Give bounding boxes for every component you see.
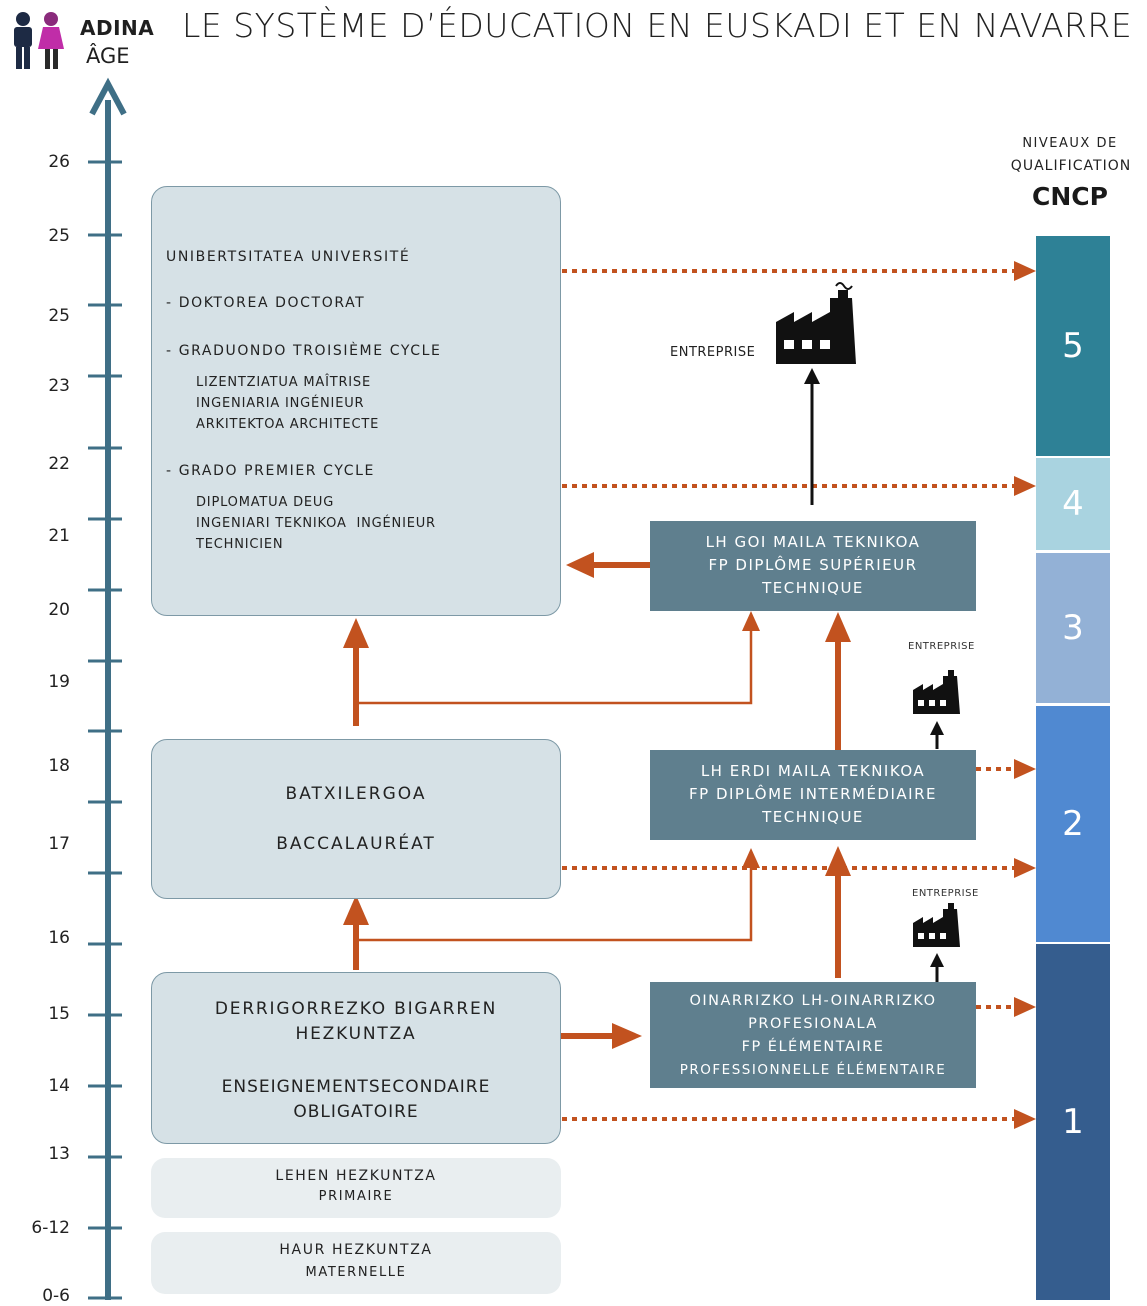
fp-superior-french-2: TECHNIQUE — [762, 579, 864, 597]
age-label: 25 — [48, 226, 70, 246]
qualification-arrows — [562, 269, 1016, 1121]
age-label: 17 — [48, 834, 70, 854]
age-label: 23 — [48, 376, 70, 396]
university-box: UNIBERTSITATEA UNIVERSITÉ - DOKTOREA DOC… — [151, 186, 561, 616]
primary-basque: LEHEN HEZKUNTZA — [275, 1168, 437, 1184]
secondary-french-line: OBLIGATOIRE — [293, 1102, 419, 1122]
cncp-level-label: 2 — [1062, 804, 1084, 844]
age-label: 14 — [48, 1076, 70, 1096]
age-label: 20 — [48, 600, 70, 620]
cncp-title: CNCP — [1032, 182, 1108, 211]
secondary-education-box: DERRIGORREZKO BIGARREN HEZKUNTZA ENSEIGN… — [151, 972, 561, 1144]
cncp-level-2: 2 — [1036, 706, 1110, 942]
fp-basic-basque-2: PROFESIONALA — [748, 1016, 878, 1032]
enterprise-label-large: ENTREPRISE — [670, 345, 756, 360]
factory-icon-small-1 — [913, 670, 960, 714]
cncp-level-4: 4 — [1036, 458, 1110, 550]
university-title: UNIBERTSITATEA UNIVERSITÉ — [166, 249, 411, 265]
fp-medium-basque: LH ERDI MAILA TEKNIKOA — [700, 762, 926, 780]
cncp-level-3: 3 — [1036, 553, 1110, 703]
third-cycle-item: INGENIARIA INGÉNIEUR — [196, 396, 365, 411]
baccalaureate-basque: BATXILERGOA — [285, 784, 427, 804]
preschool-french: MATERNELLE — [305, 1265, 407, 1280]
age-label: 16 — [48, 928, 70, 948]
cncp-header-line2: QUALIFICATION — [1010, 158, 1132, 174]
enterprise-label-small: ENTREPRISE — [912, 888, 979, 899]
fp-medium-french-2: TECHNIQUE — [762, 808, 864, 826]
fp-basic-french: FP ÉLÉMENTAIRE — [741, 1039, 885, 1055]
third-cycle-item: LIZENTZIATUA MAÎTRISE — [196, 375, 371, 390]
cncp-header-line1: NIVEAUX DE — [1022, 136, 1118, 151]
page-title: LE SYSTÈME D’ÉDUCATION EN EUSKADI ET EN … — [182, 6, 1133, 45]
fp-basic-french-2: PROFESSIONNELLE ÉLÉMENTAIRE — [679, 1062, 947, 1078]
baccalaureate-box: BATXILERGOA BACCALAURÉAT — [151, 739, 561, 899]
cncp-level-5: 5 — [1036, 236, 1110, 456]
enterprise-label-small: ENTREPRISE — [908, 641, 975, 652]
age-label: 25 — [48, 306, 70, 326]
fp-superior-french: FP DIPLÔME SUPÉRIEUR — [708, 556, 918, 574]
age-label: 19 — [48, 672, 70, 692]
fp-medium-french: FP DIPLÔME INTERMÉDIAIRE — [689, 785, 937, 803]
arrow-eso-to-fp-medium — [356, 865, 753, 942]
age-label: 0-6 — [42, 1286, 70, 1306]
progression-arrows — [343, 552, 851, 1049]
cncp-level-label: 1 — [1062, 1102, 1084, 1142]
age-label: 6-12 — [31, 1218, 70, 1238]
factory-icon-small-2 — [913, 903, 960, 947]
doctorate-label: - DOKTOREA DOCTORAT — [166, 295, 366, 311]
age-label: 22 — [48, 454, 70, 474]
fp-basic-basque: OINARRIZKO LH-OINARRIZKO — [689, 993, 937, 1009]
age-axis-title-basque: ADINA — [80, 16, 155, 40]
secondary-basque-line: HEZKUNTZA — [295, 1024, 417, 1044]
preschool-basque: HAUR HEZKUNTZA — [279, 1242, 433, 1258]
third-cycle-item: ARKITEKTOA ARCHITECTE — [196, 417, 380, 432]
first-cycle-item: TECHNICIEN — [196, 537, 284, 552]
cncp-level-label: 5 — [1062, 326, 1084, 366]
qualification-arrow-heads — [1014, 261, 1036, 1129]
arrow-bac-to-fp-superior — [356, 628, 753, 705]
fp-superior-box: LH GOI MAILA TEKNIKOA FP DIPLÔME SUPÉRIE… — [650, 521, 976, 611]
age-label: 15 — [48, 1004, 70, 1024]
fp-basic-box: OINARRIZKO LH-OINARRIZKO PROFESIONALA FP… — [650, 982, 976, 1088]
baccalaureate-french: BACCALAURÉAT — [276, 834, 436, 854]
first-cycle-item: INGENIARI TEKNIKOA INGÉNIEUR — [196, 516, 436, 531]
age-label: 13 — [48, 1144, 70, 1164]
cncp-level-1: 1 — [1036, 944, 1110, 1300]
first-cycle-item: DIPLOMATUA DEUG — [196, 495, 335, 510]
cncp-level-label: 4 — [1062, 484, 1084, 524]
age-axis-title-french: ÂGE — [86, 44, 130, 68]
age-label: 21 — [48, 526, 70, 546]
first-cycle-label: - GRADO PREMIER CYCLE — [166, 463, 375, 479]
primary-french: PRIMAIRE — [318, 1189, 394, 1204]
people-icon — [10, 10, 66, 77]
preschool-education-box: HAUR HEZKUNTZA MATERNELLE — [151, 1232, 561, 1294]
cncp-level-label: 3 — [1062, 608, 1084, 648]
fp-medium-box: LH ERDI MAILA TEKNIKOA FP DIPLÔME INTERM… — [650, 750, 976, 840]
primary-education-box: LEHEN HEZKUNTZA PRIMAIRE — [151, 1158, 561, 1218]
enterprise-arrows — [804, 368, 944, 982]
age-label: 18 — [48, 756, 70, 776]
factory-icon-large — [776, 282, 856, 364]
third-cycle-label: - GRADUONDO TROISIÈME CYCLE — [166, 343, 442, 359]
arrow-head-university — [566, 552, 594, 578]
fp-superior-basque: LH GOI MAILA TEKNIKOA — [705, 533, 921, 551]
secondary-basque-line: DERRIGORREZKO BIGARREN — [214, 999, 498, 1019]
age-label: 26 — [48, 152, 70, 172]
age-axis — [88, 77, 127, 1300]
secondary-french-line: ENSEIGNEMENTSECONDAIRE — [221, 1077, 491, 1097]
